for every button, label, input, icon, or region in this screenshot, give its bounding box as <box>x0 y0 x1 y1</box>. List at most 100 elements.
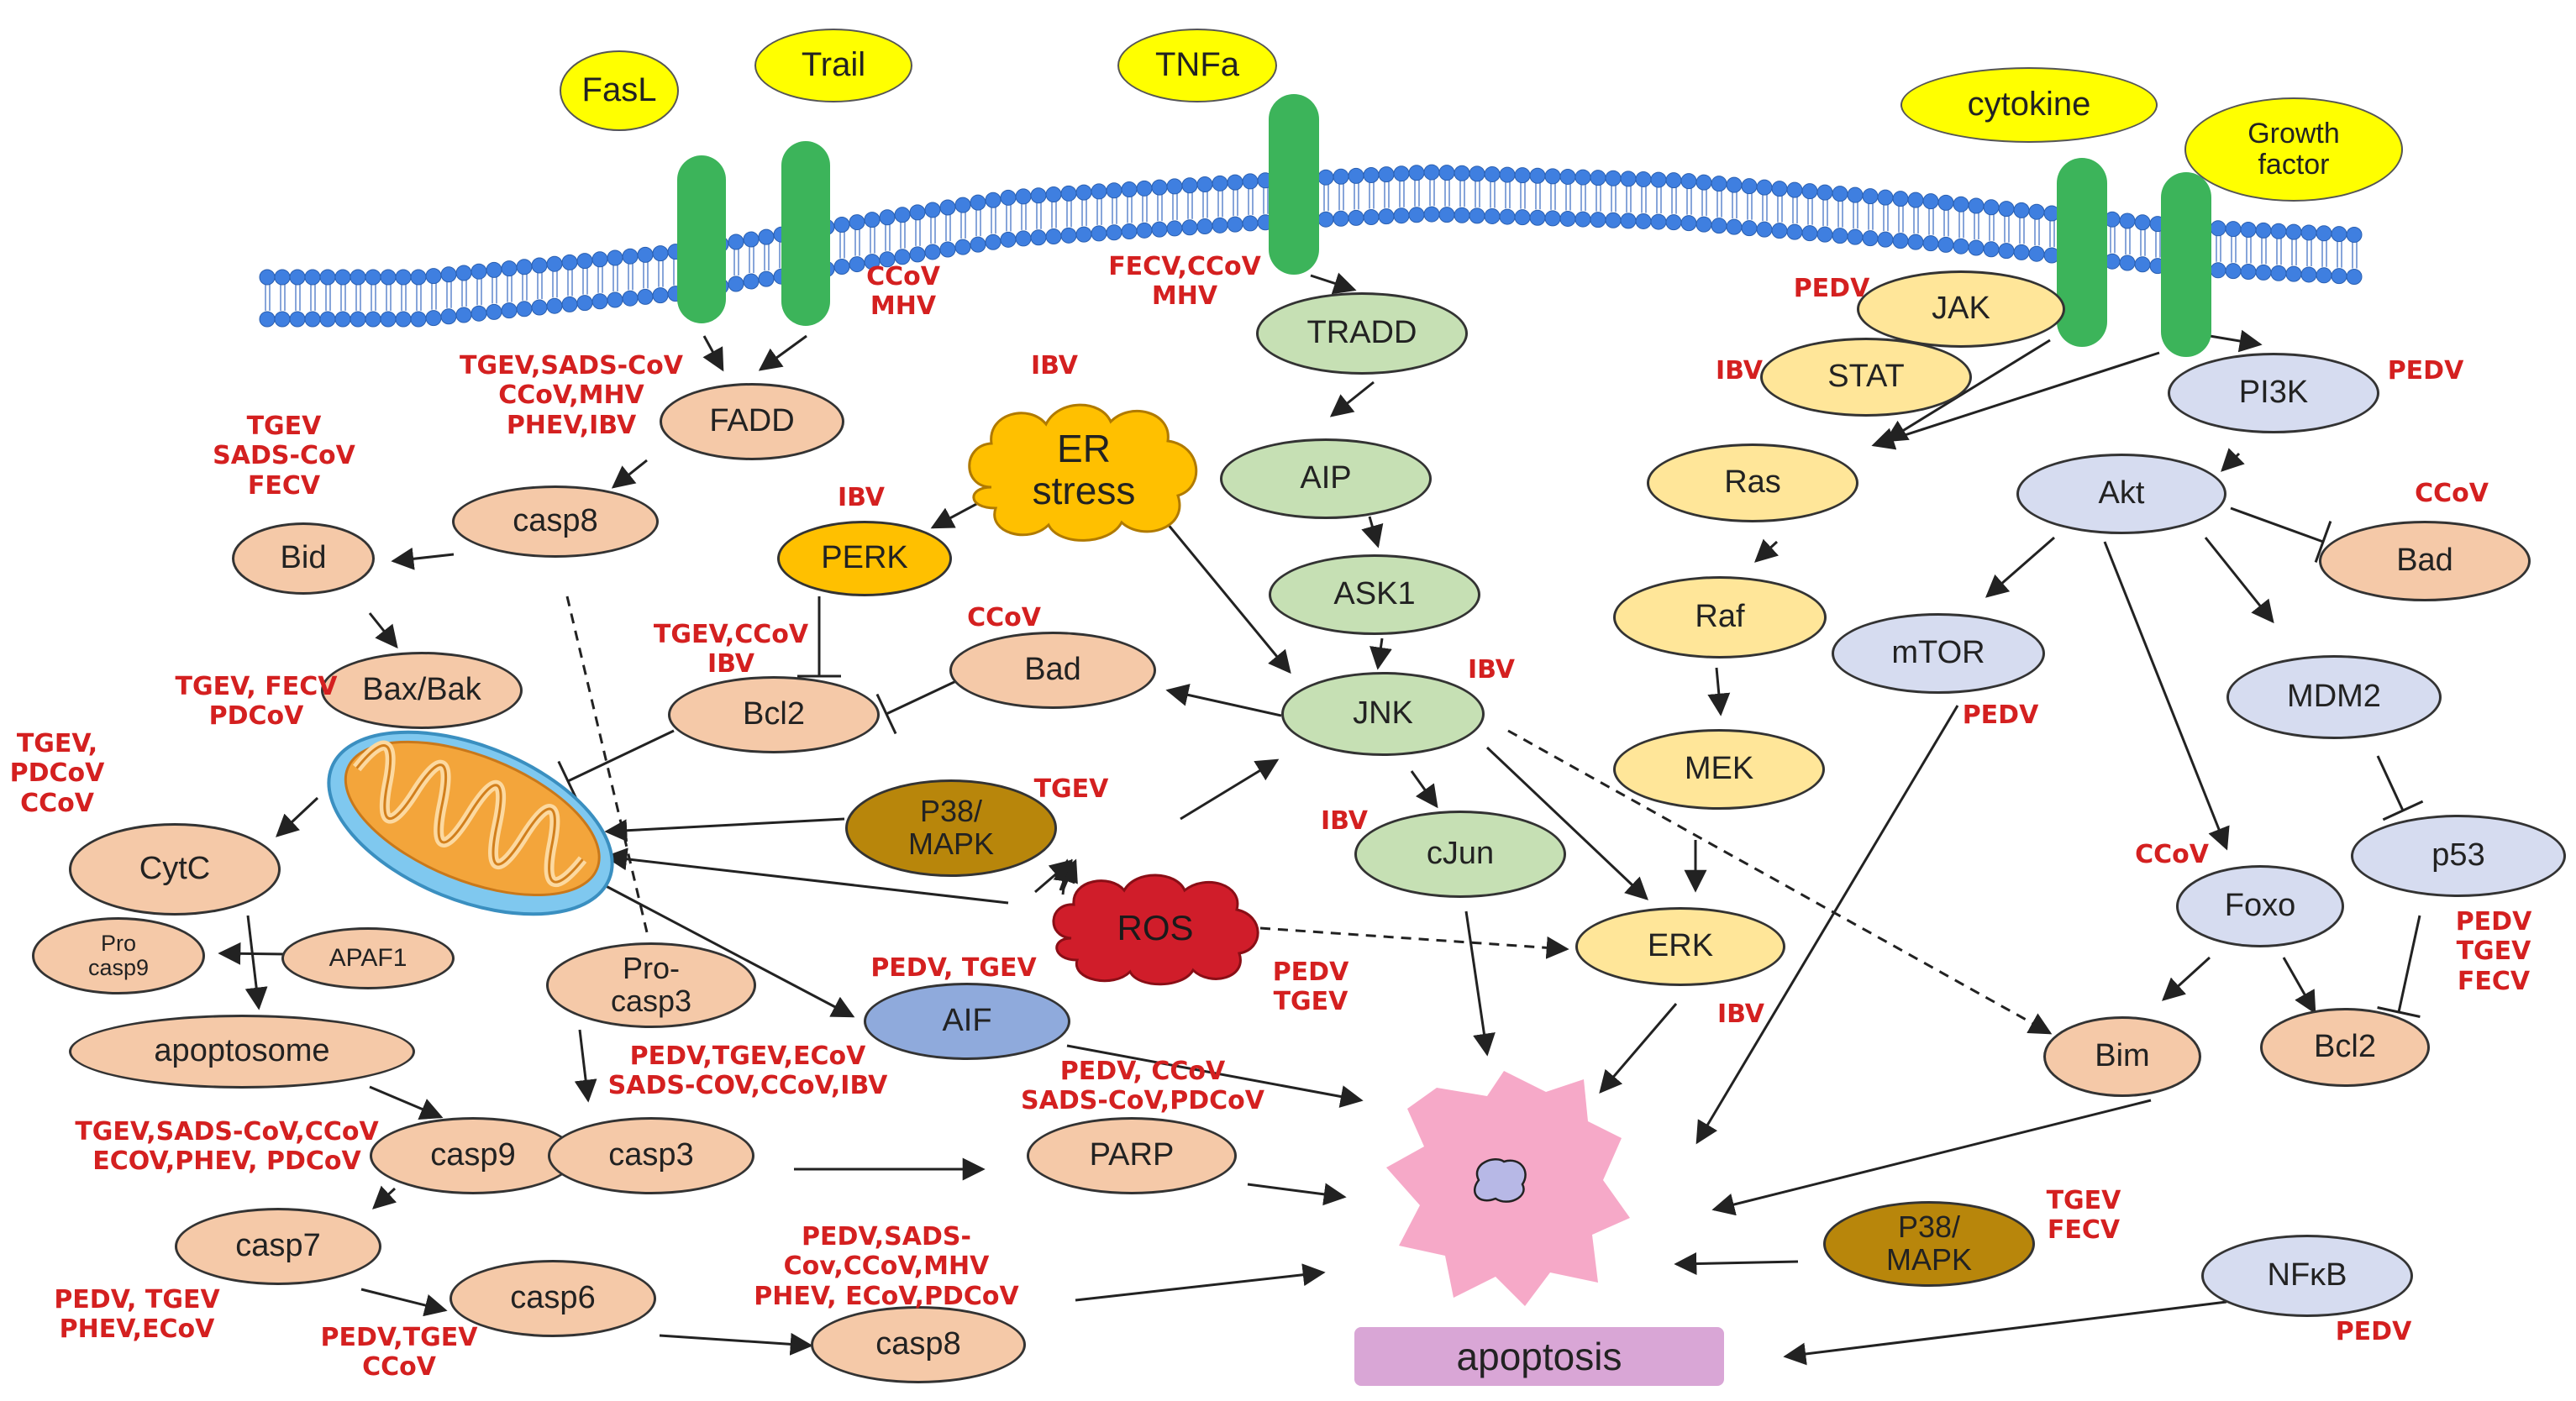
virus-label-casp9-list: TGEV,SADS-CoV,CCoV ECOV,PHEV, PDCoV <box>75 1117 379 1177</box>
edge-er-jnk <box>1158 513 1291 674</box>
node-apoptosome: apoptosome <box>69 1015 415 1089</box>
lipid-tail <box>507 275 513 302</box>
lipid-tail <box>945 214 951 242</box>
node-bad-mid: Bad <box>949 632 1156 709</box>
virus-label-tnfa-fecv: FECV,CCoV MHV <box>1108 252 1261 312</box>
virus-label-p53-list: PEDV TGEV FECV <box>2455 907 2532 996</box>
lipid-tail <box>1248 187 1254 215</box>
lipid-tail <box>1429 179 1435 207</box>
node-er-stress: ER stress <box>1032 427 1136 512</box>
lipid-head-outer <box>2346 227 2363 244</box>
edge-perk-bcl2 <box>797 596 841 678</box>
lipid-tail <box>2125 228 2131 254</box>
lipid-tail <box>1172 192 1178 220</box>
lipid-tail <box>1656 186 1662 214</box>
node-bid: Bid <box>232 522 375 595</box>
edge-ros-erk <box>1259 926 1569 959</box>
lipid-tail <box>1263 186 1269 214</box>
lipid-tail <box>1641 186 1647 213</box>
lipid-tail <box>1338 183 1344 211</box>
ligand-trail: Trail <box>754 29 912 102</box>
lipid-tail <box>1217 190 1223 218</box>
lipid-tail <box>1021 202 1027 230</box>
lipid-tail <box>1837 200 1843 228</box>
virus-label-casp6-list: PEDV,TGEV CCoV <box>320 1323 478 1383</box>
edge-apaf1-procasp9 <box>218 942 287 965</box>
lipid-tail <box>2216 234 2221 262</box>
lipid-tail <box>1580 184 1586 212</box>
edge-nfkb-apoptosis <box>1783 1300 2227 1366</box>
edge-bcl2-mito <box>557 729 675 802</box>
lipid-tail <box>1036 202 1042 229</box>
node-p38-mid: P38/ MAPK <box>845 779 1057 877</box>
lipid-tail <box>386 284 392 311</box>
lipid-tail <box>1475 180 1480 207</box>
lipid-tail <box>2231 235 2237 263</box>
lipid-tail <box>1535 182 1541 210</box>
lipid-tail <box>2261 237 2267 265</box>
edge-parp-apoptosis <box>1247 1183 1347 1206</box>
ros-cloud <box>1052 874 1259 986</box>
virus-label-nfkb-pedv: PEDV <box>2335 1317 2412 1346</box>
lipid-tail <box>1596 184 1601 212</box>
lipid-tail <box>1716 190 1722 218</box>
er-stress-cloud <box>968 403 1198 542</box>
edge-mito-cytc <box>276 796 319 837</box>
virus-label-mtor-pedv: PEDV <box>1962 700 2039 730</box>
lipid-tail <box>1989 213 1995 241</box>
edge-casp8b-apoptosis <box>1075 1263 1326 1302</box>
node-casp9: casp9 <box>370 1117 576 1194</box>
virus-label-jnk-ibv: IBV <box>1467 655 1516 685</box>
lipid-tail <box>2352 241 2358 269</box>
lipid-tail <box>355 284 361 311</box>
edge-aif-apoptosis <box>1066 1044 1364 1108</box>
apoptotic-cell-icon <box>1386 1071 1630 1306</box>
ligand-growth-factor: Growth factor <box>2184 97 2403 202</box>
edge-jnk-cjun <box>1410 770 1438 809</box>
node-casp8-top: casp8 <box>452 485 659 558</box>
virus-label-perk-ibv: IBV <box>837 483 886 512</box>
node-foxo: Foxo <box>2176 865 2344 947</box>
lipid-tail <box>915 218 921 246</box>
virus-label-jak-pedv: PEDV <box>1793 274 1870 303</box>
fas-receptor <box>677 155 726 323</box>
lipid-tail <box>1943 209 1949 237</box>
lipid-tail <box>2276 238 2282 265</box>
lipid-tail <box>1898 205 1904 233</box>
lipid-tail <box>1414 179 1420 207</box>
lipid-tail <box>1822 199 1828 227</box>
virus-label-ros-list: PEDV TGEV <box>1272 958 1349 1017</box>
lipid-tail <box>1928 207 1934 235</box>
lipid-tail <box>658 260 664 287</box>
lipid-tail <box>2321 239 2327 267</box>
tnf-receptor <box>1269 94 1319 275</box>
lipid-tail <box>371 284 376 311</box>
lipid-tail <box>401 284 407 311</box>
lipid-tail <box>2246 236 2252 264</box>
edge-akt-mtor <box>1985 536 2055 598</box>
lipid-tail <box>310 284 316 311</box>
lipid-tail <box>2004 215 2010 243</box>
virus-label-p38b-list: TGEV FECV <box>2046 1186 2121 1246</box>
lipid-tail <box>1913 207 1919 234</box>
lipid-tail <box>537 272 543 299</box>
virus-label-pi3k-pedv: PEDV <box>2387 356 2464 386</box>
lipid-tail <box>1127 196 1133 223</box>
virus-label-cytc-list: TGEV, PDCoV CCoV <box>9 729 105 818</box>
edge-ras-raf <box>1754 538 1780 563</box>
node-raf: Raf <box>1613 576 1827 659</box>
edge-casp7-casp6 <box>360 1288 448 1317</box>
lipid-tail <box>885 223 891 251</box>
virus-label-bad-mid-ccov: CCoV <box>967 603 1041 632</box>
edge-procasp3-casp3 <box>574 1029 597 1103</box>
lipid-tail <box>839 231 845 259</box>
lipid-tail <box>1459 180 1465 207</box>
edge-bim-apoptosis <box>1711 1099 2152 1216</box>
node-perk: PERK <box>777 521 952 596</box>
node-akt: Akt <box>2016 454 2226 534</box>
virus-label-fadd-list: TGEV,SADS-CoV CCoV,MHV PHEV,IBV <box>460 351 683 440</box>
lipid-tail <box>2155 230 2161 258</box>
lipid-tail <box>960 212 966 239</box>
node-casp7: casp7 <box>175 1208 381 1285</box>
